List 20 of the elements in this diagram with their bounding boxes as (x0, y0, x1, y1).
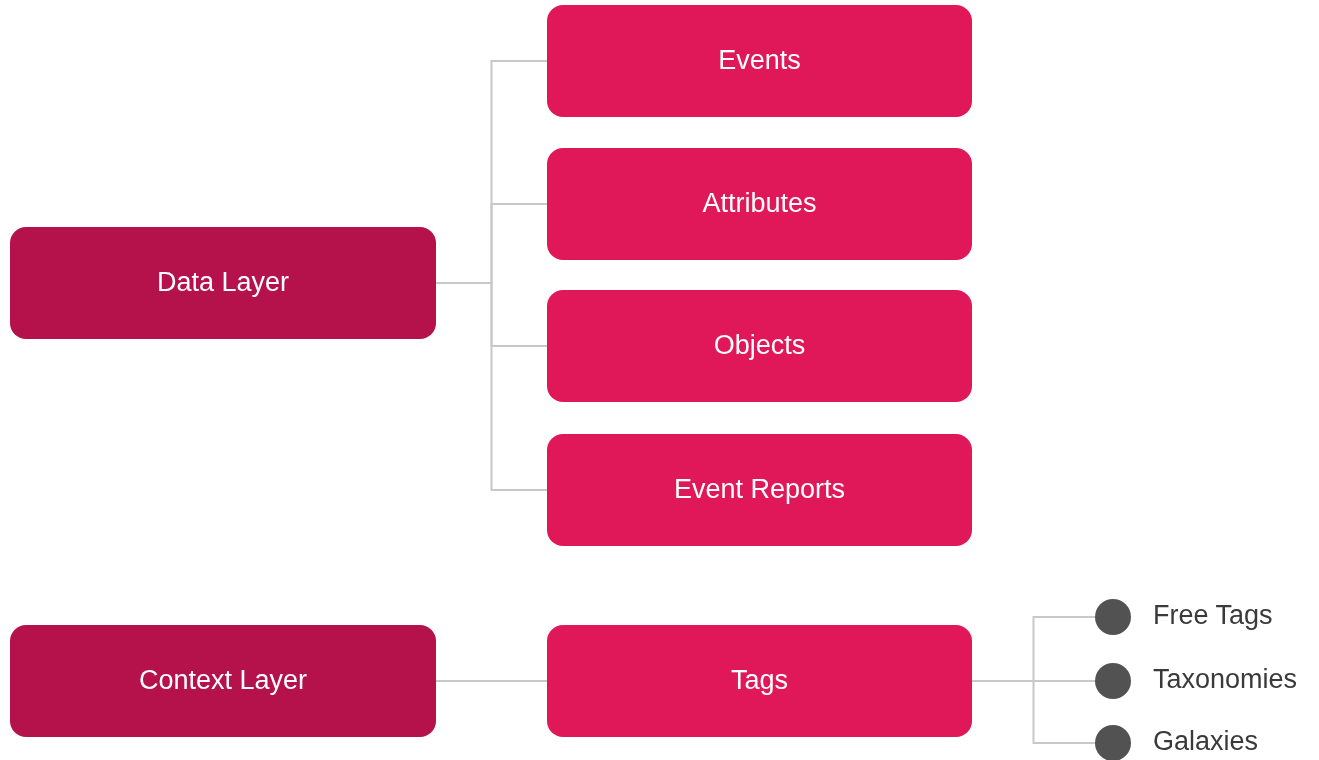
layer-box (10, 625, 436, 737)
layer-box (10, 227, 436, 339)
box-label: Tags (730, 664, 788, 698)
box-label: Data Layer (156, 266, 290, 300)
box-label: Events (718, 44, 801, 78)
connector-line (435, 282, 548, 491)
item-label: Taxonomies (1153, 666, 1298, 693)
box-label: Context Layer (138, 664, 308, 698)
connector-line (971, 680, 1096, 744)
layer-box (547, 625, 972, 737)
layer-box (547, 290, 972, 402)
layer-box (547, 434, 972, 546)
layer-box (547, 148, 972, 260)
layer-box (547, 5, 972, 117)
connector-line (435, 680, 548, 682)
item-label: Free Tags (1153, 602, 1273, 629)
box-label: Event Reports (673, 473, 846, 507)
box-label: Attributes (702, 187, 817, 221)
item-label: Galaxies (1153, 728, 1259, 755)
box-label: Objects (713, 329, 806, 363)
